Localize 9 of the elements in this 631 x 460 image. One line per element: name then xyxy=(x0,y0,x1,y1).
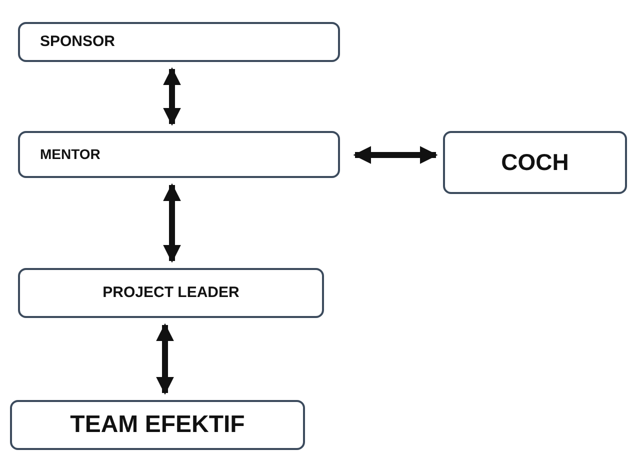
role-box: TEAM EFEKTIF xyxy=(10,400,305,450)
role-box: MENTOR xyxy=(18,131,340,178)
double-arrow xyxy=(353,146,438,164)
role-box: PROJECT LEADER xyxy=(18,268,324,318)
double-arrow xyxy=(163,67,181,126)
role-box: SPONSOR xyxy=(18,22,340,62)
role-box: COCH xyxy=(443,131,627,194)
double-arrow xyxy=(156,323,174,395)
double-arrow xyxy=(163,183,181,263)
